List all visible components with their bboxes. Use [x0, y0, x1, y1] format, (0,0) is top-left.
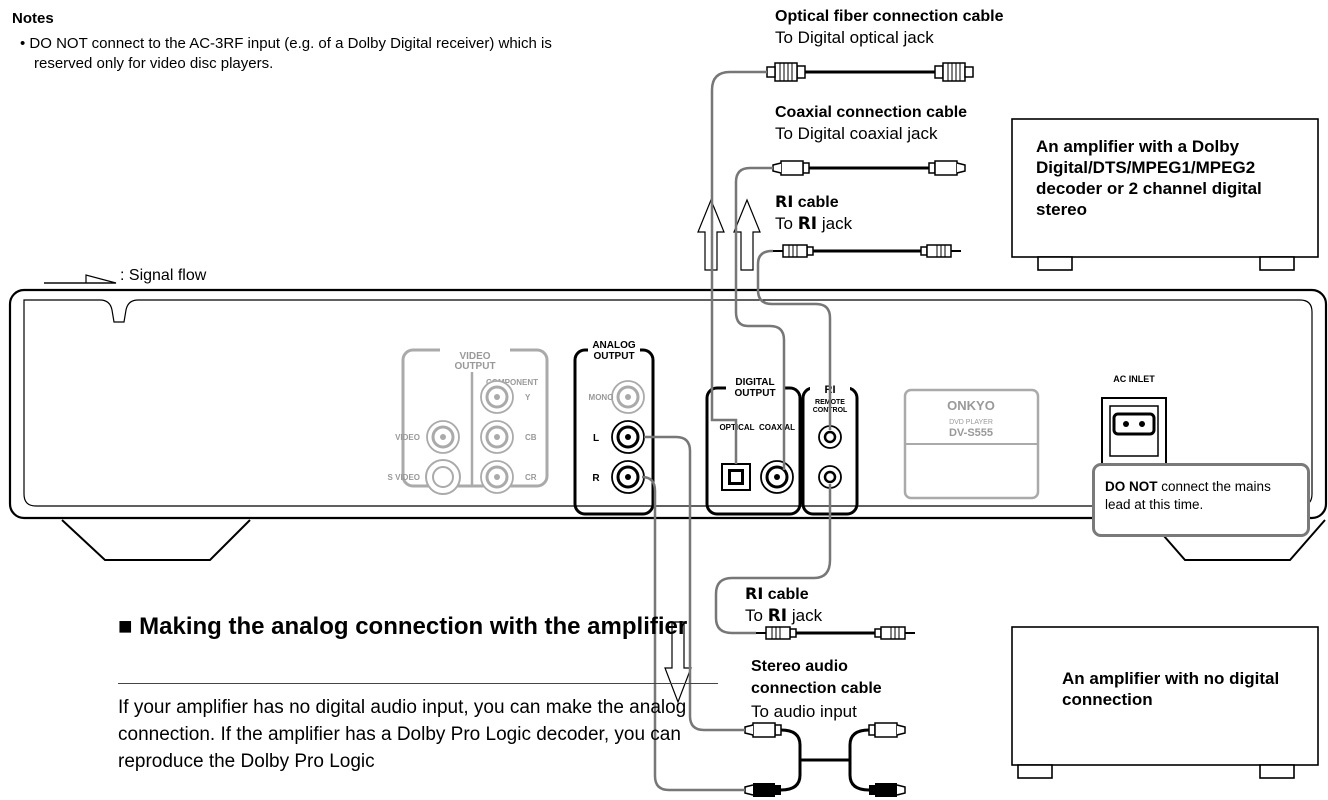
- analog-amplifier: [1011, 626, 1319, 779]
- notes-item-text: DO NOT connect to the AC-3RF input (e.g.…: [29, 35, 552, 72]
- video-jack[interactable]: [425, 419, 461, 455]
- coaxial-cable: [772, 160, 966, 176]
- digital-output-group: DIGITAL OUTPUT OPTICAL COAXIAL: [705, 372, 802, 516]
- ri-jack-1[interactable]: [818, 425, 842, 449]
- section-body: If your amplifier has no digital audio i…: [118, 697, 687, 772]
- video-output-group: VIDEO OUTPUT COMPONENT Y CB CR VIDEO S V…: [388, 348, 549, 495]
- component-cr-jack[interactable]: [479, 459, 515, 495]
- optical-jack[interactable]: [721, 463, 751, 491]
- ri-cable-top-dest-prefix: To: [775, 214, 793, 233]
- coaxial-cable-dest: To Digital coaxial jack: [775, 124, 938, 143]
- ri-cable-bottom: [755, 626, 916, 640]
- ri-cable-bottom-name: RI cable: [745, 584, 809, 604]
- ri-cable-bottom-dest: To RI jack: [745, 606, 822, 626]
- digital-output-label-2: OUTPUT: [734, 388, 775, 399]
- power-socket[interactable]: [1112, 412, 1156, 436]
- cable-routing: [641, 70, 832, 792]
- mono-label: MONO: [589, 393, 614, 402]
- product-type: DVD PLAYER: [949, 419, 993, 426]
- mono-jack[interactable]: [610, 379, 646, 415]
- ac-inlet: AC INLET: [1101, 374, 1167, 465]
- notes-title: Notes: [12, 10, 54, 27]
- y-label: Y: [525, 393, 531, 402]
- coaxial-jack[interactable]: [759, 459, 795, 495]
- s-video-jack[interactable]: [425, 459, 461, 495]
- coaxial-cable-name: Coaxial connection cable: [775, 104, 968, 121]
- l-label: L: [593, 433, 599, 444]
- video-label: VIDEO: [395, 433, 420, 442]
- notes-item: • DO NOT connect to the AC-3RF input (e.…: [20, 35, 552, 72]
- coaxial-label: COAXIAL: [759, 423, 795, 432]
- ri-cable-bottom-name-text: cable: [767, 586, 809, 603]
- ri-logo-top-dest: RI: [797, 214, 818, 234]
- cr-label: CR: [525, 473, 537, 482]
- stereo-cable-name-1: Stereo audio: [751, 658, 848, 675]
- analog-output-label-2: OUTPUT: [593, 351, 634, 362]
- component-label: COMPONENT: [486, 378, 538, 387]
- model-label-plate: ONKYO DVD PLAYER DV-S555: [903, 388, 1040, 500]
- ri-cable-top-dest: To RI jack: [775, 214, 852, 234]
- mains-warning: DO NOT connect the mains lead at this ti…: [1092, 463, 1310, 537]
- analog-l-jack[interactable]: [610, 419, 646, 455]
- dvd-player-rear-panel: [8, 288, 1328, 561]
- component-y-jack[interactable]: [479, 379, 515, 415]
- section-divider: [118, 683, 718, 684]
- signal-flow-arrow-up-2: [733, 198, 761, 271]
- ri-logo-bottom: RI: [745, 584, 764, 603]
- digital-output-label-1: DIGITAL: [735, 377, 774, 388]
- ri-cable-bottom-dest-prefix: To: [745, 606, 763, 625]
- analog-amplifier-label: An amplifier with no digital connection: [1062, 669, 1280, 709]
- cb-label: CB: [525, 433, 537, 442]
- analog-r-jack[interactable]: [610, 459, 646, 495]
- brand-logo: ONKYO: [947, 398, 995, 413]
- analog-output-group: ANALOG OUTPUT MONO L R: [573, 338, 655, 516]
- model-number: DV-S555: [949, 427, 993, 439]
- digital-amplifier-label: An amplifier with a Dolby Digital/DTS/MP…: [1036, 137, 1262, 219]
- video-output-label-2: OUTPUT: [454, 361, 495, 372]
- ac-inlet-label: AC INLET: [1113, 374, 1155, 384]
- ri-cable-bottom-dest-suffix: jack: [791, 606, 823, 625]
- signal-flow-legend-arrow: [44, 274, 117, 284]
- optical-cable: [766, 62, 974, 82]
- stereo-audio-cable: [744, 722, 906, 797]
- mains-warning-text: connect the mains lead at this time.: [1105, 479, 1271, 512]
- ri-cable-top-name: RI cable: [775, 192, 839, 212]
- video-output-label-1: VIDEO: [459, 351, 490, 362]
- ri-cable-top-name-text: cable: [797, 194, 839, 211]
- signal-flow-legend: : Signal flow: [120, 267, 207, 284]
- stereo-cable-dest: To audio input: [751, 702, 857, 721]
- mains-warning-bold: DO NOT: [1105, 479, 1158, 494]
- stereo-cable-name-2: connection cable: [751, 680, 882, 697]
- ri-cable-top: [772, 244, 962, 258]
- digital-amplifier: [1011, 118, 1319, 271]
- optical-cable-dest: To Digital optical jack: [775, 28, 934, 47]
- s-video-label: S VIDEO: [388, 473, 420, 482]
- r-label: R: [592, 473, 600, 484]
- analog-output-label-1: ANALOG: [592, 340, 636, 351]
- ri-logo-top: RI: [775, 192, 794, 211]
- signal-flow-arrow-down: [664, 621, 692, 704]
- component-cb-jack[interactable]: [479, 419, 515, 455]
- section-heading: ■ Making the analog connection with the …: [118, 613, 688, 640]
- ri-logo-bottom-dest: RI: [767, 606, 788, 626]
- optical-cable-name: Optical fiber connection cable: [775, 8, 1004, 25]
- ri-cable-top-dest-suffix: jack: [821, 214, 853, 233]
